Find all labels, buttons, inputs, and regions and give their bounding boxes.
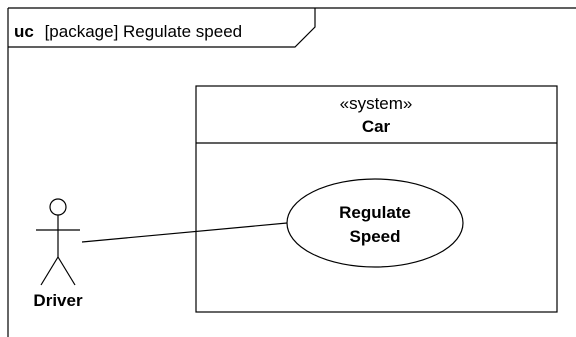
system-stereotype: «system» bbox=[340, 94, 413, 113]
frame-title: uc [package] Regulate speed bbox=[14, 22, 242, 41]
frame-keyword: uc bbox=[14, 22, 34, 41]
frame-label: [package] Regulate speed bbox=[45, 22, 243, 41]
use-case-label-line2: Speed bbox=[349, 227, 400, 246]
system-name: Car bbox=[362, 117, 391, 136]
association-line bbox=[81, 222, 288, 243]
frame-name-tab bbox=[8, 8, 316, 48]
system-box bbox=[195, 85, 558, 313]
actor-name: Driver bbox=[33, 291, 83, 310]
use-case-ellipse bbox=[286, 178, 464, 268]
use-case-label-line1: Regulate bbox=[339, 203, 411, 222]
actor-right-leg bbox=[57, 256, 76, 286]
diagram-frame: uc [package] Regulate speed bbox=[7, 7, 576, 337]
actor-head-icon bbox=[49, 198, 67, 216]
use-case-regulate-speed: Regulate Speed bbox=[286, 178, 464, 268]
actor-left-leg bbox=[40, 256, 59, 286]
actor-driver: Driver bbox=[33, 198, 83, 310]
system-boundary: «system» Car bbox=[195, 85, 558, 313]
